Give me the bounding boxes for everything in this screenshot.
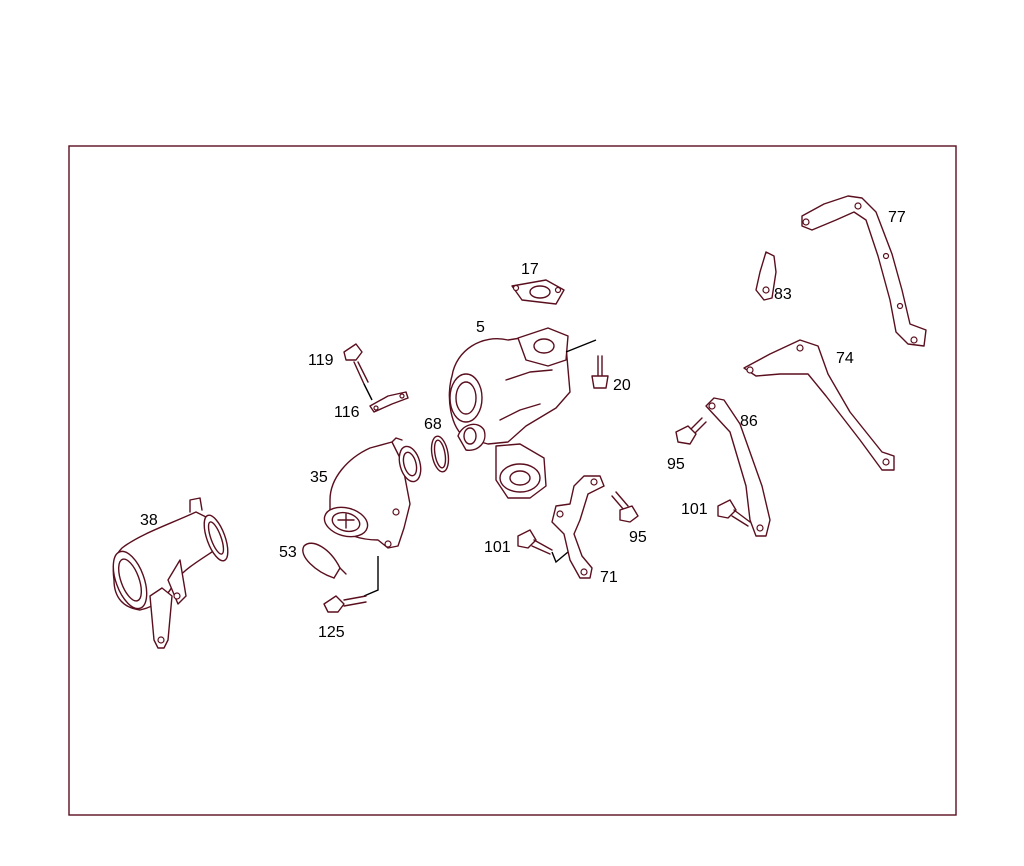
callout-116: 116 [334, 404, 360, 421]
callout-95-center: 95 [629, 529, 647, 546]
part-5-turbocharger[interactable] [448, 327, 571, 499]
callout-95-right: 95 [667, 456, 685, 473]
callout-101-right: 101 [681, 501, 708, 518]
part-35-elbow[interactable] [321, 437, 424, 549]
callout-38: 38 [140, 512, 158, 529]
callout-68: 68 [424, 416, 442, 433]
callout-125: 125 [318, 624, 345, 641]
part-101-bolt-right[interactable] [717, 499, 751, 527]
callout-5: 5 [476, 319, 485, 336]
callout-35: 35 [310, 469, 328, 486]
part-101-bolt-left[interactable] [517, 529, 569, 564]
callout-20: 20 [613, 377, 631, 394]
part-53-clamp[interactable] [302, 542, 347, 579]
callout-101-left: 101 [484, 539, 511, 556]
part-17-gasket[interactable] [511, 279, 565, 305]
part-77-bracket[interactable] [801, 195, 927, 347]
part-86-bracket[interactable] [705, 397, 771, 537]
diagram-frame [68, 145, 957, 816]
part-20-bolt[interactable] [565, 339, 609, 389]
part-71-bracket[interactable] [551, 475, 605, 579]
part-83-clip[interactable] [755, 251, 777, 301]
callout-83: 83 [774, 286, 792, 303]
callout-119: 119 [308, 352, 334, 369]
callout-74: 74 [836, 350, 854, 367]
part-68-seal-ring[interactable] [429, 435, 451, 473]
callout-77: 77 [888, 209, 906, 226]
callout-53: 53 [279, 544, 297, 561]
callout-17: 17 [521, 261, 539, 278]
part-38-intake-pipe[interactable] [107, 497, 233, 649]
part-116-gasket[interactable] [369, 391, 409, 413]
part-95-bolt-right[interactable] [675, 417, 707, 445]
part-95-bolt-center[interactable] [611, 491, 639, 523]
callout-86: 86 [740, 413, 758, 430]
part-119-bolt[interactable] [343, 343, 373, 401]
callout-71: 71 [600, 569, 618, 586]
part-125-bolt[interactable] [323, 556, 379, 613]
part-74-bracket[interactable] [743, 339, 895, 471]
